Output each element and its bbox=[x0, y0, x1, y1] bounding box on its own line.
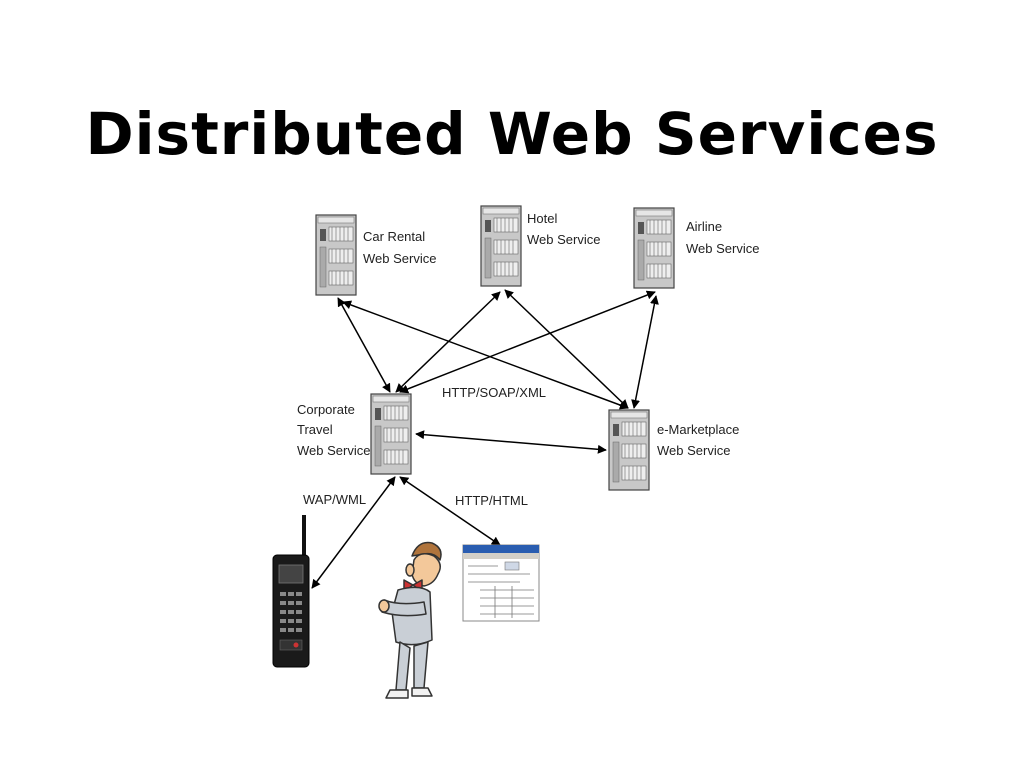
edge-airline-emarketplace bbox=[631, 295, 659, 409]
edges bbox=[311, 289, 659, 589]
edge-corporate-phone bbox=[311, 476, 396, 589]
airline-label-2: Web Service bbox=[686, 241, 759, 256]
car-rental-label-2: Web Service bbox=[363, 251, 436, 266]
soap-edge-label: HTTP/SOAP/XML bbox=[442, 385, 546, 400]
emarketplace-server-icon bbox=[608, 409, 650, 491]
car-rental-label-1: Car Rental bbox=[363, 229, 425, 244]
emarketplace-label-1: e-Marketplace bbox=[657, 422, 739, 437]
edge-airline-corporate bbox=[399, 290, 656, 394]
car-rental-server-icon bbox=[315, 214, 357, 296]
hotel-label-1: Hotel bbox=[527, 211, 557, 226]
hotel-label-2: Web Service bbox=[527, 232, 600, 247]
edge-corporate-emarketplace bbox=[415, 430, 607, 454]
person-icon bbox=[378, 541, 442, 699]
wap-edge-label: WAP/WML bbox=[303, 492, 366, 507]
corporate-label-1: Corporate bbox=[297, 402, 355, 417]
airline-server-icon bbox=[633, 207, 675, 289]
emarketplace-label-2: Web Service bbox=[657, 443, 730, 458]
corporate-label-3: Web Service bbox=[297, 443, 370, 458]
page-title: Distributed Web Services bbox=[85, 100, 939, 168]
airline-label-1: Airline bbox=[686, 219, 722, 234]
edge-corporate-browser bbox=[399, 476, 501, 546]
edge-car-corporate bbox=[337, 297, 391, 393]
mobile-phone-icon bbox=[272, 515, 310, 668]
edge-hotel-corporate bbox=[395, 291, 501, 393]
corporate-label-2: Travel bbox=[297, 422, 333, 437]
browser-window-icon bbox=[462, 544, 540, 622]
html-edge-label: HTTP/HTML bbox=[455, 493, 528, 508]
hotel-server-icon bbox=[480, 205, 522, 287]
corporate-travel-server-icon bbox=[370, 393, 412, 475]
